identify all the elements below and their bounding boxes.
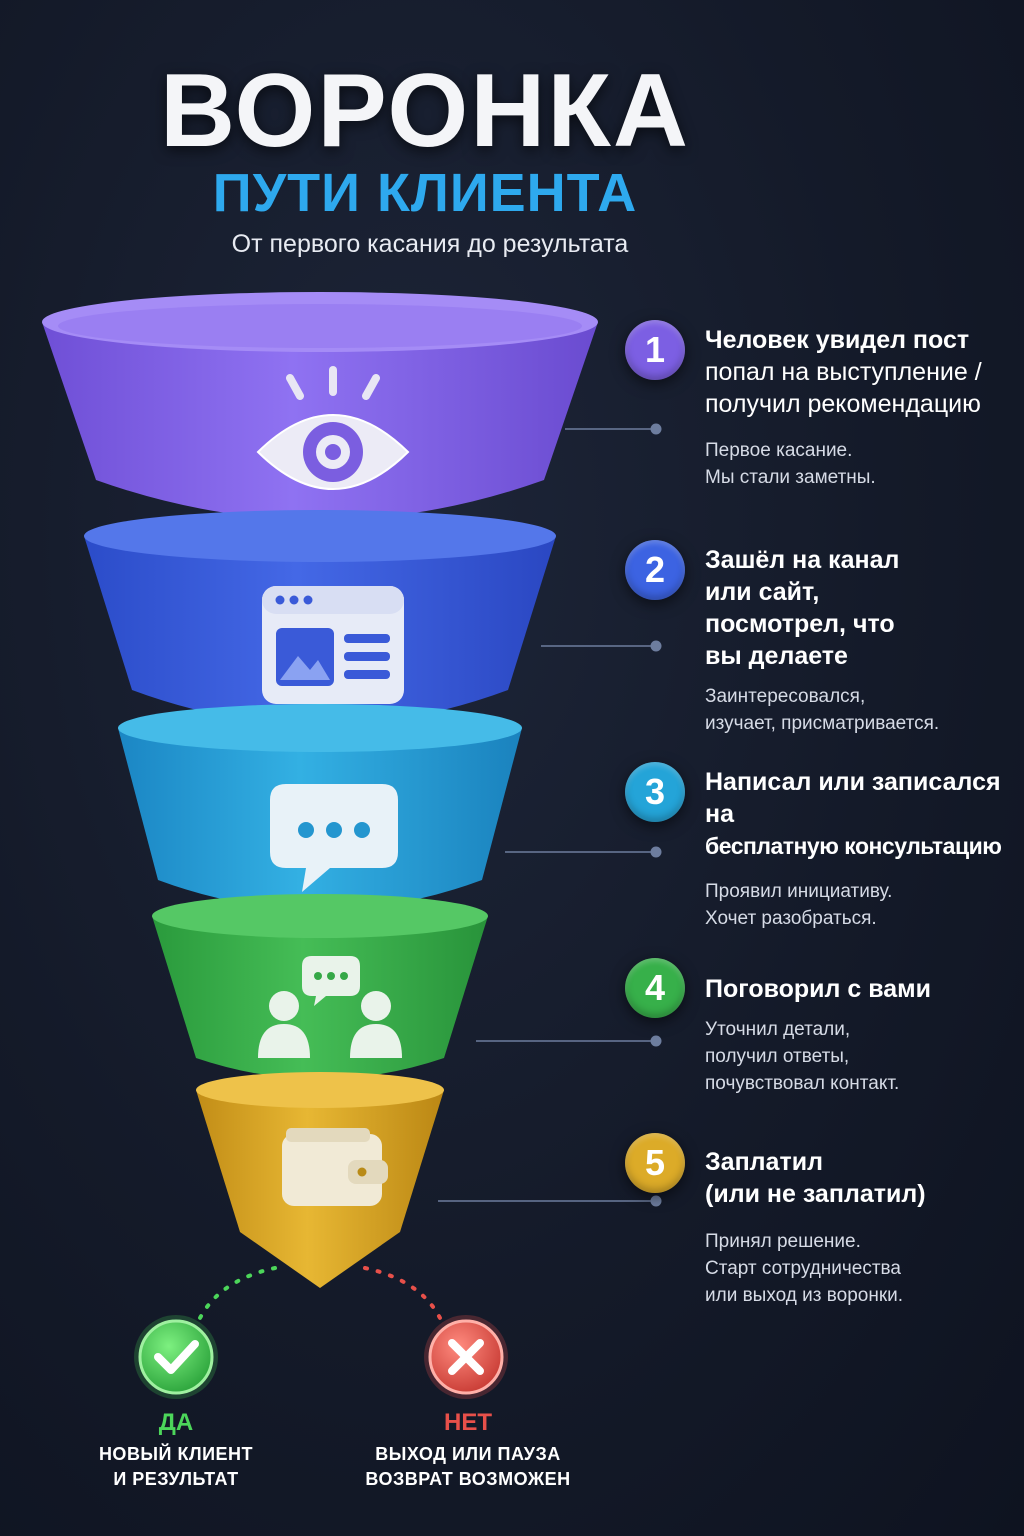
page-title: ВОРОНКА xyxy=(160,53,690,169)
step-number-badge: 3 xyxy=(625,762,685,822)
yes-description: НОВЫЙ КЛИЕНТ И РЕЗУЛЬТАТ xyxy=(98,1444,254,1489)
step-description: Первое касание. Мы стали заметны. xyxy=(705,440,876,488)
step-description: Заинтересовался, изучает, присматриваетс… xyxy=(705,686,940,734)
step-number-badge: 2 xyxy=(625,540,685,600)
connector-dots xyxy=(650,423,662,1207)
yes-badge xyxy=(134,1315,218,1399)
eye-icon xyxy=(256,366,410,490)
page-subtitle: ПУТИ КЛИЕНТА xyxy=(212,163,638,223)
conversation-icon xyxy=(258,956,402,1058)
step-number-badge: 5 xyxy=(625,1133,685,1193)
step-title: Человек увидел пост попал на выступление… xyxy=(705,326,982,418)
step-title: Зашёл на канал или сайт, посмотрел, что … xyxy=(705,546,900,670)
yes-branch-path xyxy=(198,1266,277,1320)
connector-lines xyxy=(438,428,654,1202)
check-icon xyxy=(154,1340,199,1374)
yes-label: ДА xyxy=(158,1409,194,1436)
no-branch-path xyxy=(363,1266,442,1320)
funnel-stage-2 xyxy=(84,510,556,725)
step-description: Уточнил детали, получил ответы, почувств… xyxy=(705,1019,900,1094)
step-title: Заплатил (или не заплатил) xyxy=(705,1148,926,1208)
no-label: НЕТ xyxy=(444,1409,492,1436)
close-icon xyxy=(448,1339,484,1375)
funnel-stage-5 xyxy=(196,1072,444,1288)
website-icon xyxy=(262,586,404,704)
chat-bubble-icon xyxy=(270,784,398,892)
funnel-stage-4 xyxy=(152,894,488,1079)
funnel-stage-3 xyxy=(118,704,522,910)
step-title: Написал или записался на бесплатную конс… xyxy=(705,768,1002,859)
step-title: Поговорил с вами xyxy=(705,975,932,1003)
step-description: Проявил инициативу. Хочет разобраться. xyxy=(705,881,893,929)
no-badge xyxy=(424,1315,508,1399)
no-description: ВЫХОД ИЛИ ПАУЗА ВОЗВРАТ ВОЗМОЖЕН xyxy=(365,1444,571,1489)
funnel-stage-1 xyxy=(42,292,598,520)
page-tagline: От первого касания до результата xyxy=(231,230,629,258)
step-number-badge: 1 xyxy=(625,320,685,380)
wallet-icon xyxy=(282,1128,388,1206)
step-description: Принял решение. Старт сотрудничества или… xyxy=(705,1231,904,1306)
step-number-badge: 4 xyxy=(625,958,685,1018)
